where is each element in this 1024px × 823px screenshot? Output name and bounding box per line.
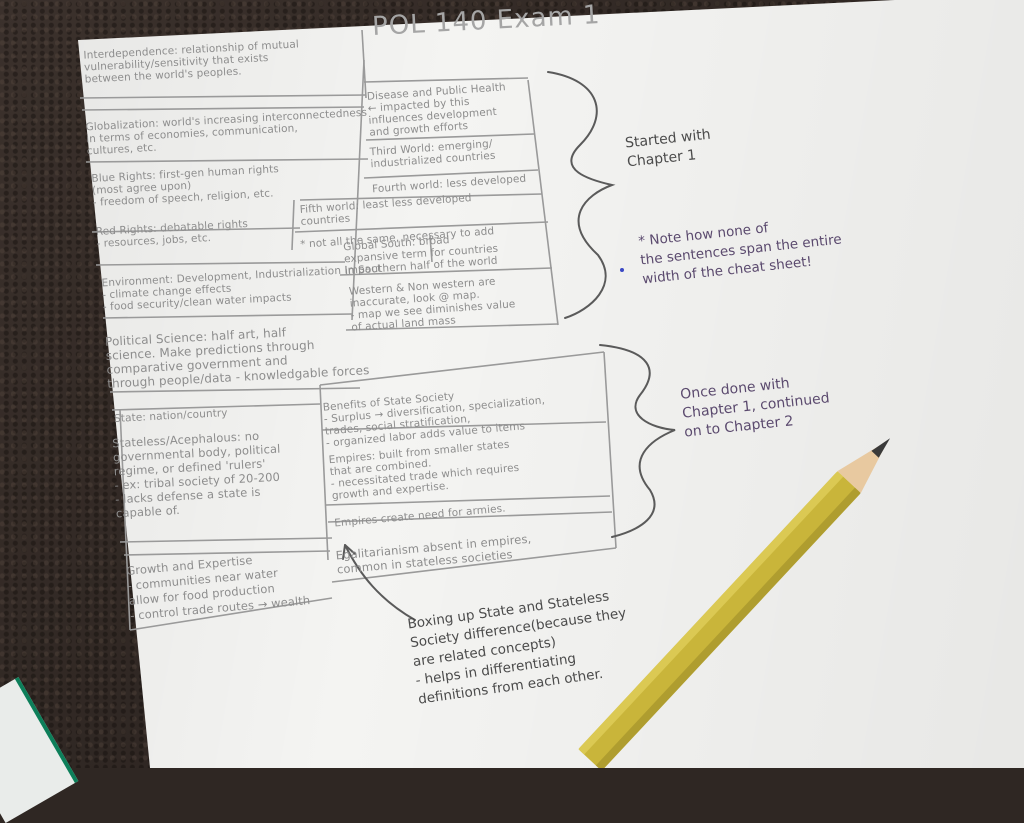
paper-shading	[78, 0, 1024, 768]
ink-dot	[620, 268, 624, 272]
pencil-lead	[871, 438, 891, 458]
brace-chapter2	[599, 344, 676, 538]
cheat-sheet-grid	[79, 29, 676, 631]
brace-chapter1	[547, 71, 616, 319]
pencil-wood-tip	[837, 444, 885, 493]
pencil-body	[579, 472, 861, 768]
yellow-pencil	[578, 438, 891, 768]
boxing-arrow	[344, 544, 416, 621]
cheat-sheet-paper	[78, 0, 1024, 768]
